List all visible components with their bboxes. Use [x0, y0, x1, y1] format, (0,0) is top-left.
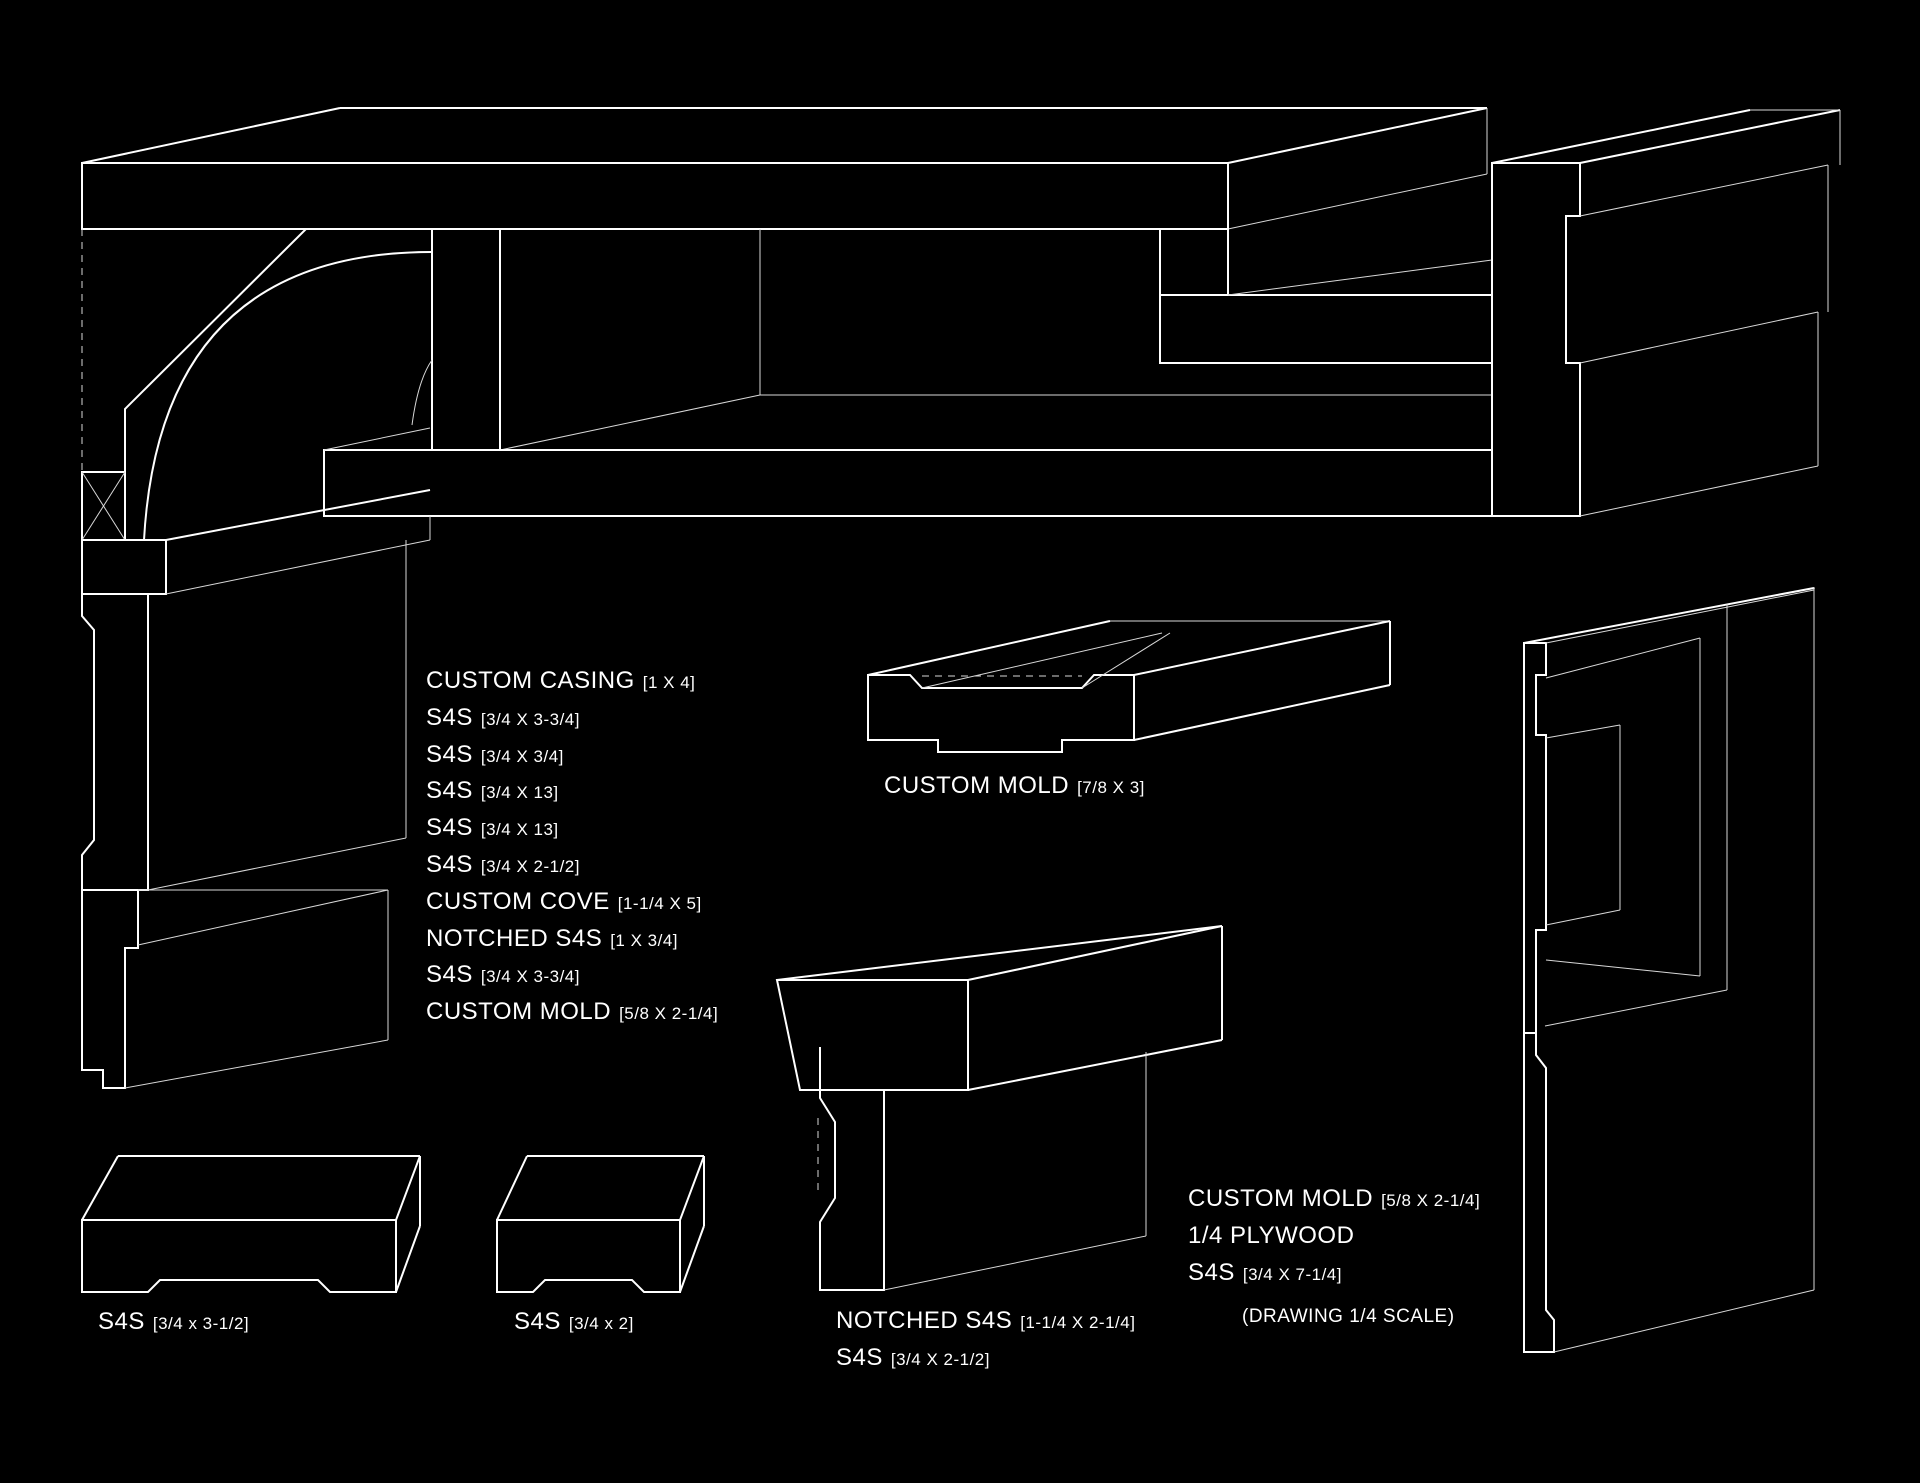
s4s-mid-label: S4S[3/4 x 2] [514, 1308, 634, 1335]
label-item: S4S[3/4 X 7-1/4] [1188, 1258, 1342, 1286]
label-item: S4S[3/4 X 3-3/4] [426, 703, 580, 731]
label-item: NOTCHED S4S[1 X 3/4] [426, 924, 679, 952]
bottom-center-labels: NOTCHED S4S[1-1/4 X 2-1/4] S4S[3/4 X 2-1… [836, 1303, 1135, 1377]
scale-note: (DRAWING 1/4 SCALE) [1242, 1306, 1455, 1327]
label-item: S4S[3/4 X 2-1/2] [836, 1343, 990, 1371]
cove-bracket [124, 228, 761, 541]
top-board [81, 107, 1488, 230]
right-end-profile [1491, 109, 1841, 517]
left-wall-profile [81, 229, 431, 1089]
label-item: CUSTOM CASING[1 X 4] [426, 667, 696, 694]
custom-mold-label: CUSTOM MOLD[7/8 X 3] [884, 772, 1145, 799]
bottom-right-labels: CUSTOM MOLD[5/8 X 2-1/4] 1/4 PLYWOOD S4S… [1188, 1181, 1480, 1291]
label-item: CUSTOM MOLD[5/8 X 2-1/4] [426, 998, 719, 1026]
label-item: CUSTOM COVE[1-1/4 X 5] [426, 887, 702, 915]
label-item: S4S[3/4 X 13] [426, 814, 559, 842]
label-item: S4S[3/4 X 13] [426, 777, 559, 805]
label-item: NOTCHED S4S[1-1/4 X 2-1/4] [836, 1307, 1136, 1334]
notched-s4s-assembly [775, 925, 1223, 1291]
label-item: S4S[3/4 X 3-3/4] [426, 961, 580, 989]
component-list-top: CUSTOM CASING[1 X 4] S4S[3/4 X 3-3/4] S4… [426, 663, 718, 1031]
s4s-block-left [81, 1155, 421, 1293]
s4s-block-mid [496, 1155, 705, 1293]
label-item: S4S[3/4 X 3/4] [426, 740, 564, 768]
panel-assembly [1523, 587, 1815, 1353]
custom-mold-profile [867, 620, 1391, 753]
inner-shelf [499, 228, 1493, 451]
label-item: 1/4 PLYWOOD [1188, 1221, 1355, 1249]
s4s-left-label: S4S[3/4 x 3-1/2] [98, 1308, 250, 1335]
label-item: CUSTOM MOLD[5/8 X 2-1/4] [1188, 1185, 1481, 1212]
label-item: S4S[3/4 X 2-1/2] [426, 850, 580, 878]
